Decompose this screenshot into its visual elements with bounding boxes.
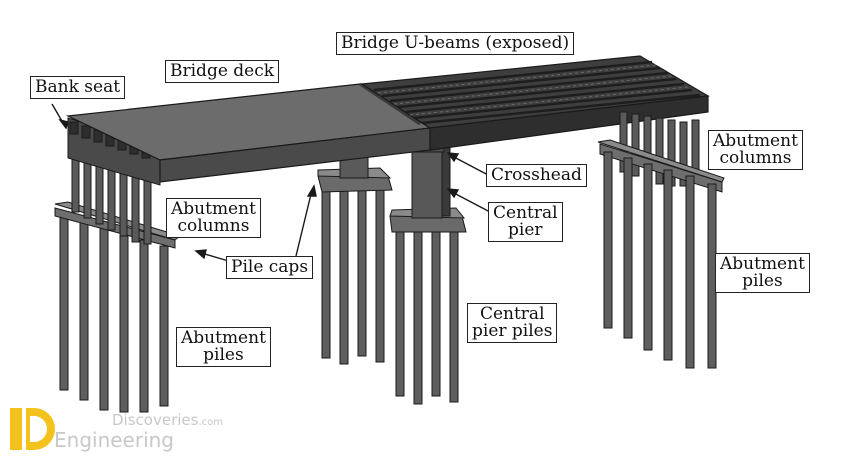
label-abutment-piles-left-line2: piles <box>203 345 244 365</box>
central-pier-piles <box>395 225 459 405</box>
label-central-pier-line1: Central <box>493 203 558 223</box>
label-abutment-piles-left-line1: Abutment <box>181 328 266 348</box>
label-abutment-columns-right-line2: columns <box>719 148 792 168</box>
watermark-line2-text: Engineering <box>54 428 174 452</box>
label-abutment-columns-left-line1: Abutment <box>171 199 256 219</box>
label-pile-caps: Pile caps <box>226 256 314 279</box>
label-abutment-columns-left-line2: columns <box>177 216 250 236</box>
label-crosshead: Crosshead <box>486 164 587 187</box>
right-abutment-piles <box>603 151 717 369</box>
watermark-line1: Discoveries.com <box>112 411 223 429</box>
label-abutment-piles-right: Abutment piles <box>715 253 810 293</box>
left-central-piles <box>321 179 385 365</box>
watermark-suffix-text: .com <box>198 417 223 428</box>
label-abutment-piles-left: Abutment piles <box>176 327 271 367</box>
label-pile-caps-text: Pile caps <box>231 257 309 277</box>
label-central-pier-piles-line2: pier piles <box>472 321 553 341</box>
label-u-beams-text: Bridge U-beams (exposed) <box>341 33 570 53</box>
discoveries-logo-icon <box>10 408 55 450</box>
label-central-pier-piles-line1: Central <box>479 304 545 324</box>
label-bridge-deck-text: Bridge deck <box>170 61 275 81</box>
label-u-beams: Bridge U-beams (exposed) <box>336 32 575 55</box>
label-bank-seat: Bank seat <box>30 76 126 99</box>
watermark-line1-text: Discoveries <box>112 411 199 429</box>
label-bridge-deck: Bridge deck <box>165 60 280 83</box>
bridge-deck <box>65 82 432 183</box>
label-abutment-columns-right-line1: Abutment <box>713 131 798 151</box>
bridge-u-beams <box>360 55 710 151</box>
label-crosshead-text: Crosshead <box>491 165 582 185</box>
watermark-line2: Engineering <box>54 428 174 452</box>
label-bank-seat-text: Bank seat <box>35 77 121 97</box>
label-central-pier: Central pier <box>488 202 563 242</box>
label-abutment-piles-right-line1: Abutment <box>720 254 805 274</box>
left-abutment-piles <box>59 214 169 413</box>
right-abutment-columns <box>619 111 700 187</box>
label-central-pier-line2: pier <box>508 220 543 240</box>
label-abutment-columns-left: Abutment columns <box>166 198 261 238</box>
label-central-pier-piles: Central pier piles <box>467 303 558 343</box>
central-pier <box>411 147 451 219</box>
label-abutment-columns-right: Abutment columns <box>708 130 803 170</box>
label-abutment-piles-right-line2: piles <box>742 271 783 291</box>
